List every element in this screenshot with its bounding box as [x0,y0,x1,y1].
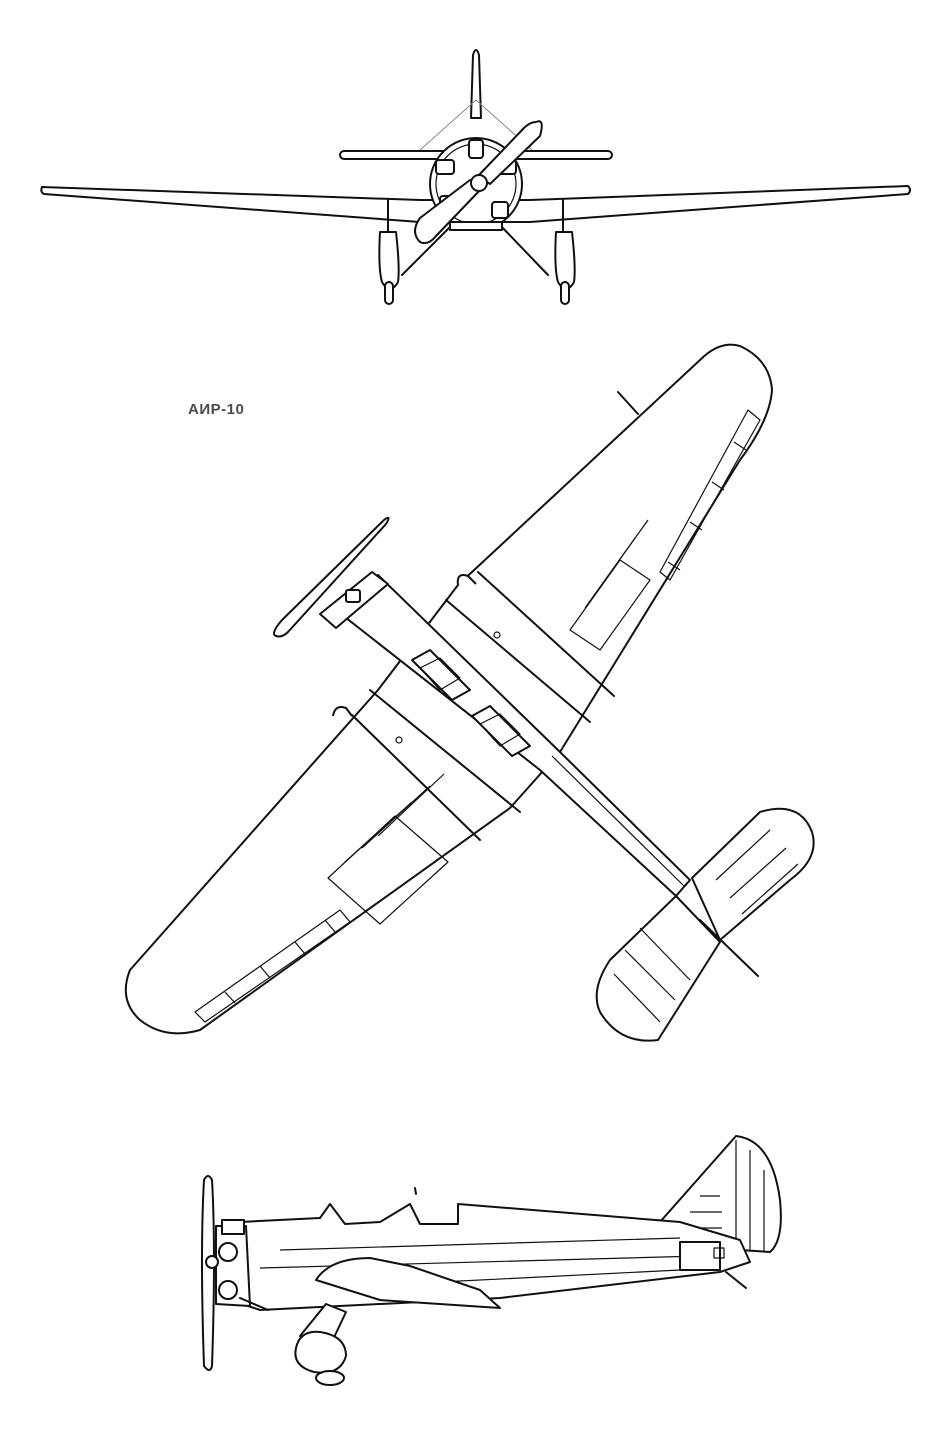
top-right-aileron-ribs [667,441,747,571]
top-left-wing-marker [395,736,403,744]
top-propeller [273,516,390,638]
side-propeller [201,1175,215,1371]
front-spinner [470,174,488,192]
front-gear-struts [387,199,564,233]
top-engine-cylinder [345,589,361,603]
front-left-wheel [384,281,394,305]
side-view [201,1135,782,1386]
side-antenna [414,1187,417,1195]
side-wheel-fairing [294,1330,347,1374]
front-view [40,49,911,305]
front-right-wheel-fairing [554,231,576,290]
top-right-aileron [659,409,761,581]
top-wing-center-line-left [351,689,521,841]
side-cylinder-bottom [218,1280,238,1300]
top-right-wheel-bump [456,574,477,586]
top-cockpits [411,649,531,757]
side-tail-window [713,1247,725,1259]
front-gear-braces [401,224,549,276]
side-fin [659,1135,782,1253]
side-spinner [205,1255,219,1269]
top-left-aileron-ribs [224,919,336,1004]
top-rudder [699,919,759,977]
front-fin [470,49,482,119]
top-pitot-tube [617,391,639,415]
top-left-aileron [194,909,351,1023]
side-wheel [315,1370,345,1386]
front-left-wheel-fairing [378,231,400,290]
top-tailplane [595,807,815,1042]
top-left-wheel-bump [332,706,353,717]
front-fuselage-base [449,221,503,231]
top-wing-center-line-right [445,571,615,723]
top-right-flaps [569,519,651,651]
top-left-flaps [327,773,449,925]
side-wing-root [315,1257,501,1309]
side-fin-ribs [680,1140,765,1252]
side-cylinder-top [221,1219,245,1235]
front-right-wheel [560,281,570,305]
top-right-wing-marker [493,631,501,639]
side-tail-skid [725,1271,747,1289]
side-tail-box [679,1241,721,1271]
aircraft-designation-label: АИР-10 [188,401,245,418]
side-exhaust [239,1297,269,1311]
top-view [124,343,815,1042]
side-cylinder-mid [218,1242,238,1262]
